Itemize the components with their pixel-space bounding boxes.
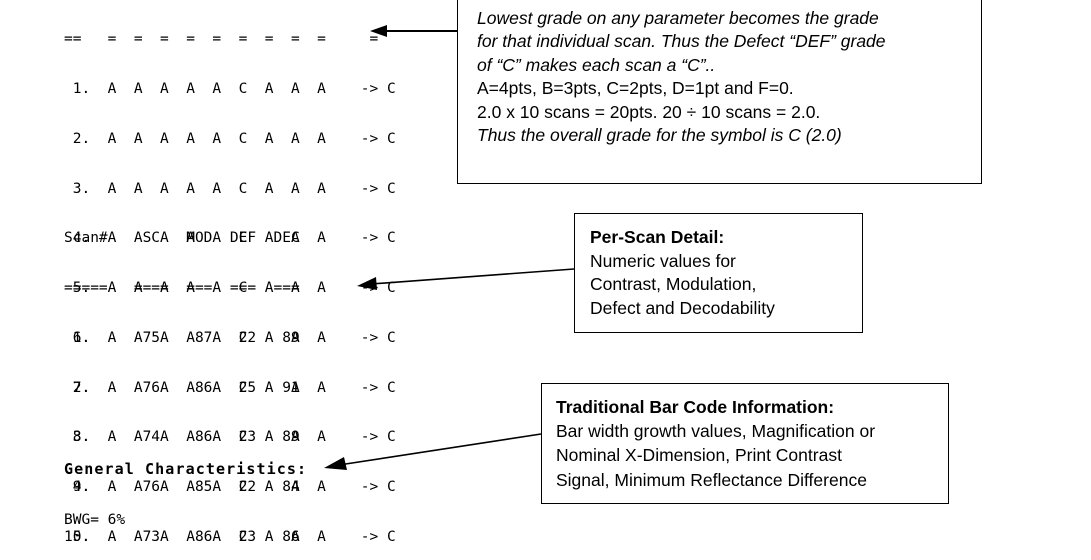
general-characteristics-title: General Characteristics: — [64, 460, 308, 479]
callout-heading: Per-Scan Detail: — [590, 227, 725, 247]
grade-matrix-rule: == = = = = = = = = = = — [64, 31, 379, 48]
table-row: 3. 74 86 23 89 — [64, 429, 300, 446]
callout-line: Defect and Decodability — [590, 297, 775, 318]
table-row: 4. 76 85 22 84 — [64, 479, 300, 496]
bwg-percent-line: BWG= 6% — [64, 511, 126, 528]
callout-line: for that individual scan. Thus the Defec… — [477, 31, 886, 52]
callout-traditional-barcode-info: Traditional Bar Code Information: Bar wi… — [541, 383, 949, 504]
grade-matrix-block: == = = = = = = = = = = 1. A A A A A C A … — [64, 0, 396, 560]
general-characteristics-block: General Characteristics: BWG= 6% BWG= +0… — [64, 428, 307, 560]
callout-line: Numeric values for — [590, 250, 736, 271]
callout-line: Nominal X-Dimension, Print Contrast — [556, 445, 842, 466]
grade-matrix-row: 6. A A A A A C A A A -> C — [64, 329, 396, 346]
callout-grading-explanation: Lowest grade on any parameter becomes th… — [457, 0, 982, 184]
table-row: 2. 76 86 25 91 — [64, 379, 300, 396]
callout-line: 2.0 x 10 scans = 20pts. 20 ÷ 10 scans = … — [477, 101, 821, 122]
grade-matrix-row: 10. A A A A A C A A A -> C — [64, 529, 396, 545]
grade-matrix-row: 9. A A A A A C A A A -> C — [64, 479, 396, 496]
grade-matrix-row: 1. A A A A A C A A A -> C — [64, 80, 396, 97]
callout-line: of “C” makes each scan a “C”.. — [477, 54, 716, 75]
table-row: 1. 75 87 22 89 — [64, 329, 300, 346]
callout-line: Bar width growth values, Magnification o… — [556, 421, 876, 442]
scan-table-rule: ===== ==== === === === — [64, 279, 300, 296]
table-row: 5. 73 86 23 86 — [64, 528, 300, 545]
grade-matrix-row: 4. A A A A A C A A A -> C — [64, 230, 396, 247]
callout-line: Thus the overall grade for the symbol is… — [477, 125, 842, 146]
callout-line: Contrast, Modulation, — [590, 274, 757, 295]
callout-line: A=4pts, B=3pts, C=2pts, D=1pt and F=0. — [477, 78, 794, 99]
grade-matrix-row: 2. A A A A A C A A A -> C — [64, 130, 396, 147]
callout-line: Signal, Minimum Reflectance Difference — [556, 469, 867, 490]
callout-per-scan-detail: Per-Scan Detail: Numeric values for Cont… — [574, 213, 863, 333]
callout-heading: Traditional Bar Code Information: — [556, 397, 835, 417]
callout-line: Lowest grade on any parameter becomes th… — [477, 8, 879, 28]
grade-matrix-row: 3. A A A A A C A A A -> C — [64, 180, 396, 197]
grade-matrix-row: 7. A A A A A C A A A -> C — [64, 379, 396, 396]
scan-detail-table: Scan# SC MOD DEF DEC ===== ==== === === … — [64, 197, 300, 560]
scan-table-header: Scan# SC MOD DEF DEC — [64, 230, 300, 247]
